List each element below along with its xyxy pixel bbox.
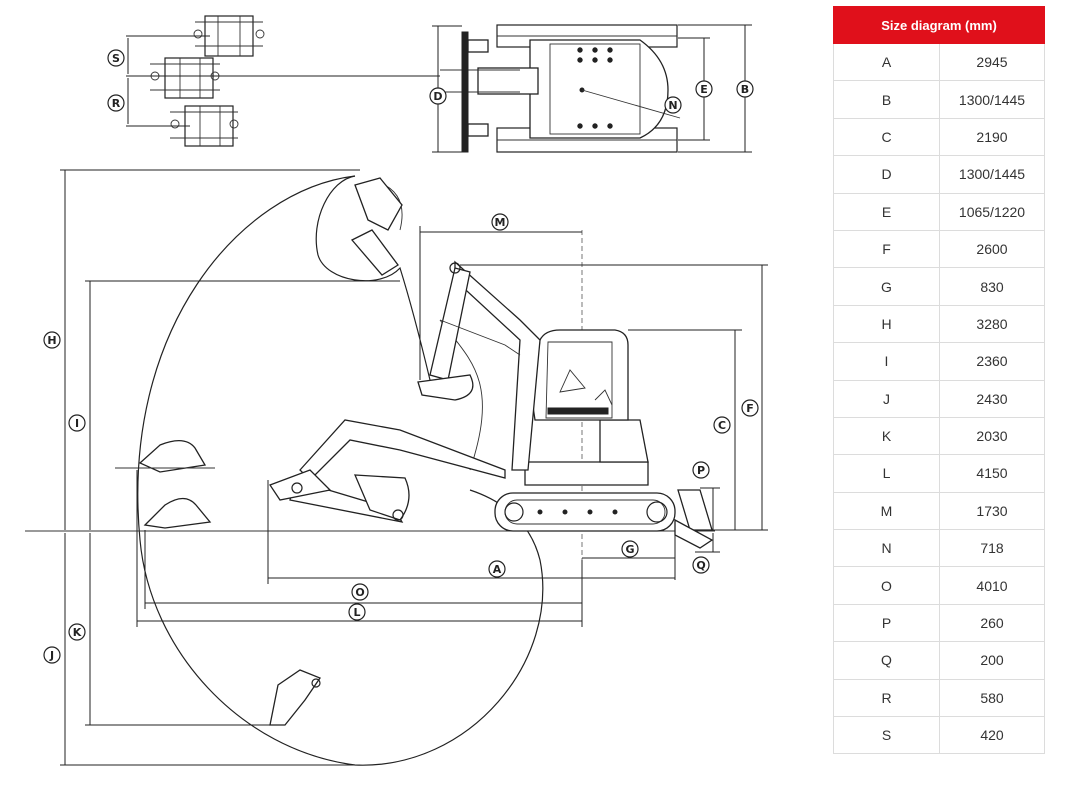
dim-label-o: O — [355, 586, 364, 599]
dimension-value: 420 — [939, 716, 1045, 755]
dimension-value: 4150 — [939, 454, 1045, 493]
dimension-key: E — [833, 192, 940, 231]
dim-label-l: L — [353, 606, 360, 619]
dimension-value: 580 — [939, 678, 1045, 718]
dimension-value: 1300/1445 — [939, 80, 1045, 119]
dimension-value: 200 — [939, 641, 1045, 680]
dimension-key: A — [833, 42, 940, 82]
dimension-value: 2360 — [939, 342, 1045, 381]
dimension-key: M — [833, 491, 940, 531]
dimension-key: I — [833, 342, 940, 381]
dim-label-n: N — [668, 99, 677, 112]
dim-label-p: P — [697, 464, 705, 477]
dimension-value: 2600 — [939, 229, 1045, 269]
dim-label-q: Q — [696, 559, 705, 572]
dimension-value: 1065/1220 — [939, 192, 1045, 231]
boom-swing-views: S R — [107, 15, 440, 147]
side-dimensions: H I J K M F C P — [43, 169, 768, 766]
dimension-value: 718 — [939, 529, 1045, 568]
dim-label-r: R — [112, 97, 121, 110]
dimension-key: G — [833, 267, 940, 306]
dimension-key: F — [833, 229, 940, 269]
dimension-key: H — [833, 304, 940, 344]
dimension-key: B — [833, 80, 940, 119]
dimension-value: 2430 — [939, 379, 1045, 418]
dim-label-k: K — [73, 626, 82, 639]
dim-label-j: J — [49, 649, 54, 662]
dim-label-d: D — [433, 90, 442, 103]
dim-label-s: S — [112, 52, 120, 65]
dimension-value: 2030 — [939, 416, 1045, 456]
dim-label-b: B — [741, 83, 749, 96]
dim-label-g: G — [625, 543, 634, 556]
dimension-key: S — [833, 716, 940, 755]
dimension-key: L — [833, 454, 940, 493]
dimension-key: P — [833, 603, 940, 643]
dimension-key: R — [833, 678, 940, 718]
excavator-side — [138, 177, 714, 726]
dimension-key: K — [833, 416, 940, 456]
dimension-value: 2945 — [939, 42, 1045, 82]
dimension-key: Q — [833, 641, 940, 680]
dimension-key: C — [833, 117, 940, 157]
dimension-value: 2190 — [939, 117, 1045, 157]
dimension-value: 3280 — [939, 304, 1045, 344]
dim-label-e: E — [700, 83, 708, 96]
table-header-row: Size diagram (mm) — [833, 6, 1045, 44]
dimension-value: 830 — [939, 267, 1045, 306]
dimension-value: 1730 — [939, 491, 1045, 531]
dim-label-f: F — [746, 402, 754, 415]
dimension-key: J — [833, 379, 940, 418]
dimension-value: 260 — [939, 603, 1045, 643]
dim-label-i: I — [75, 417, 79, 430]
dimension-key: D — [833, 155, 940, 194]
dimension-key: N — [833, 529, 940, 568]
dim-label-c: C — [718, 419, 726, 432]
dim-label-h: H — [47, 334, 56, 347]
plan-view: N D E B — [429, 24, 754, 153]
dim-label-a: A — [493, 563, 502, 576]
excavator-dimension-diagram: S R N D — [25, 15, 768, 766]
dimension-value: 1300/1445 — [939, 155, 1045, 194]
dimension-value: 4010 — [939, 566, 1045, 605]
dimension-key: O — [833, 566, 940, 605]
table-header: Size diagram (mm) — [833, 6, 1045, 44]
dim-label-m: M — [495, 216, 506, 229]
